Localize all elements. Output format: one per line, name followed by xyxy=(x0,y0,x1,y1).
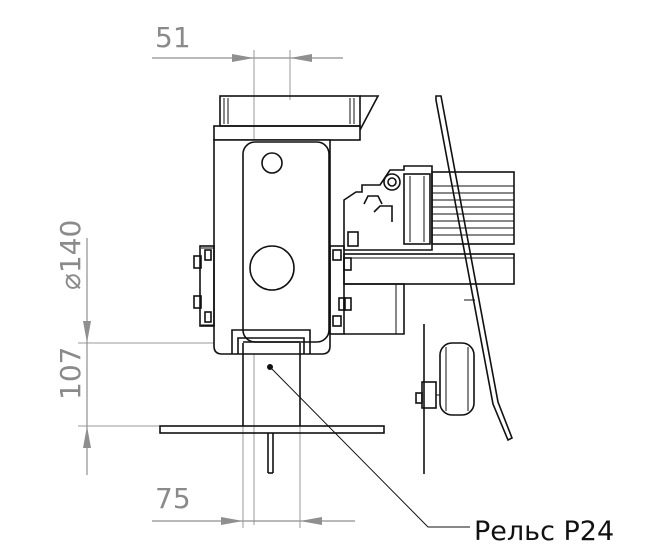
rail-profile xyxy=(159,343,385,474)
lower-housing xyxy=(338,283,405,335)
guide-strip xyxy=(435,95,514,442)
dimension-height: 107 xyxy=(54,342,235,475)
roller-wheel xyxy=(415,324,475,474)
dimension-height-label: 107 xyxy=(54,347,87,400)
axle-hole xyxy=(249,245,295,291)
horizontal-beam xyxy=(343,253,515,285)
dimension-diameter-label: ⌀140 xyxy=(54,220,87,290)
left-bracket xyxy=(193,245,215,327)
callout-leader: Рельс Р24 xyxy=(269,366,614,547)
dimension-bottom-width: 75 xyxy=(152,350,355,528)
callout-label: Рельс Р24 xyxy=(474,516,614,547)
dimension-top-width-label: 51 xyxy=(155,21,191,54)
top-hopper xyxy=(213,95,380,141)
dimension-diameter: ⌀140 xyxy=(54,220,91,343)
right-bracket xyxy=(329,245,352,335)
main-body xyxy=(201,139,331,355)
motor xyxy=(431,171,515,245)
dimension-bottom-width-label: 75 xyxy=(155,482,191,515)
gearbox xyxy=(343,165,433,251)
rail-clamp xyxy=(231,329,311,354)
small-bolt-hole xyxy=(261,152,283,174)
